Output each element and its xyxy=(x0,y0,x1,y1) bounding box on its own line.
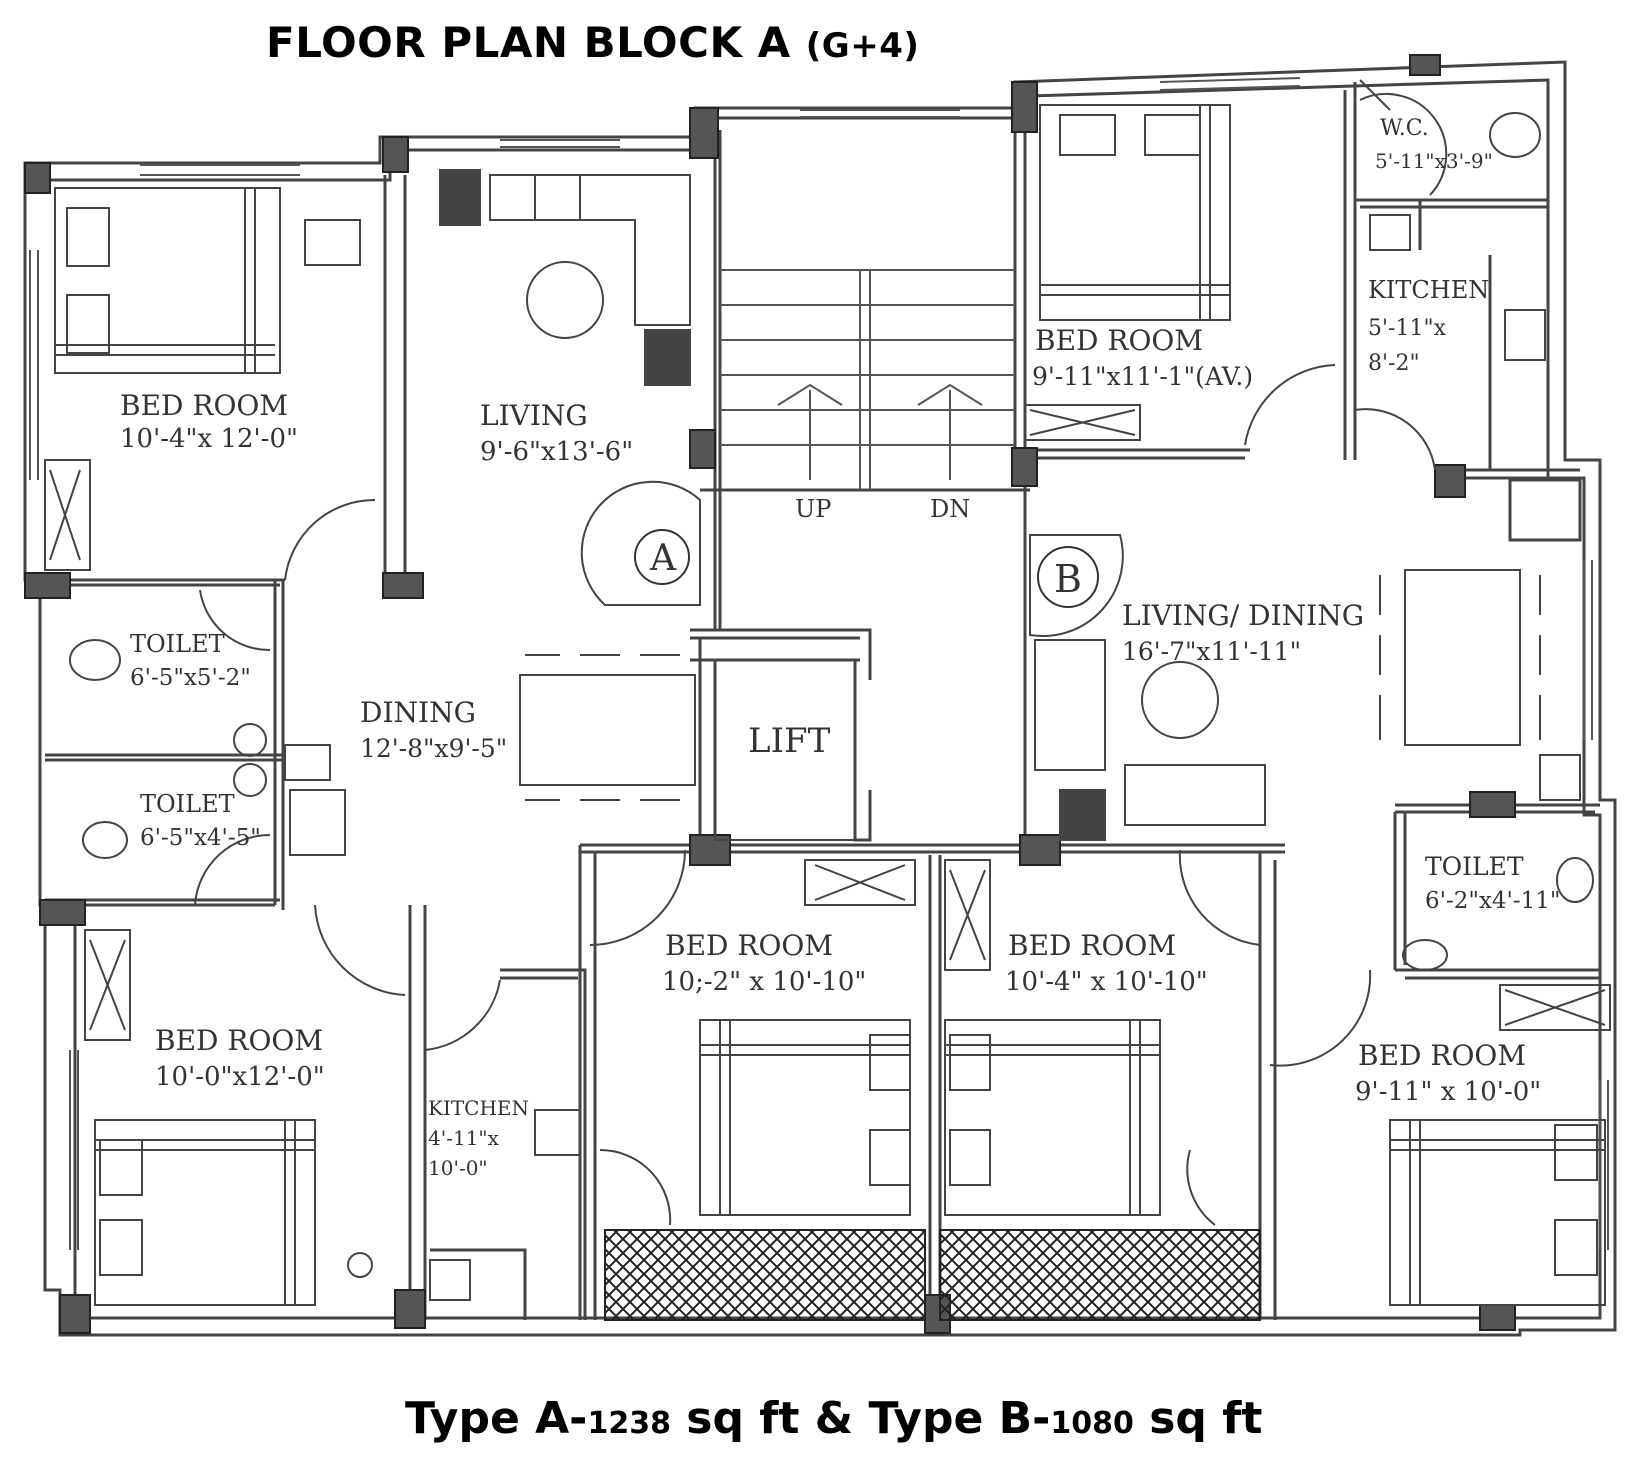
room-size: 4'-11"x xyxy=(428,1126,500,1150)
dining-table-icon xyxy=(1404,569,1521,746)
type-a-area: 1238 xyxy=(587,1406,671,1441)
type-b-unit: sq ft xyxy=(1133,1393,1263,1444)
flat-a-label: A xyxy=(649,538,677,579)
room-size: 10'-4" x 10'-10" xyxy=(1005,967,1208,997)
table-icon xyxy=(526,261,604,339)
furniture xyxy=(44,104,1611,1306)
room-size: 9'-11"x11'-1"(AV.) xyxy=(1032,362,1253,391)
room-name: TOILET xyxy=(1425,852,1524,881)
room-size: 6'-5"x5'-2" xyxy=(130,665,251,691)
plan-title-main: FLOOR PLAN BLOCK A xyxy=(266,18,791,67)
room-name: DINING xyxy=(360,696,476,729)
type-b-area: 1080 xyxy=(1050,1406,1134,1441)
lift-shaft xyxy=(714,659,856,841)
room-name: BED ROOM xyxy=(120,389,288,422)
unit-area-summary: Type A-1238 sq ft & Type B-1080 sq ft xyxy=(405,1393,1262,1444)
room-name: LIVING/ DINING xyxy=(1122,599,1364,632)
interior-walls xyxy=(45,82,1600,1320)
room-name: TOILET xyxy=(140,790,235,818)
door-swings xyxy=(194,79,1448,1226)
stair-up-label: UP xyxy=(795,495,831,523)
structural-columns xyxy=(24,54,1516,1334)
table-icon xyxy=(1141,661,1219,739)
bed-icon xyxy=(1039,104,1231,321)
dining-table-icon xyxy=(519,674,696,786)
plan-title-floors: (G+4) xyxy=(805,26,920,66)
type-b-label: Type B- xyxy=(868,1393,1051,1444)
room-size: 9'-11" x 10'-0" xyxy=(1355,1077,1541,1107)
flat-a-marker xyxy=(634,529,690,585)
room-size: 5'-11"x xyxy=(1368,316,1447,341)
room-name: W.C. xyxy=(1380,116,1429,141)
room-size: 8'-2" xyxy=(1368,351,1420,376)
bed-icon xyxy=(54,187,281,374)
room-size: 10;-2" x 10'-10" xyxy=(662,967,866,997)
staircase xyxy=(720,269,1015,490)
room-name: LIVING xyxy=(480,399,588,432)
room-size: 10'-0" xyxy=(428,1156,488,1180)
balcony-right xyxy=(939,1229,1261,1321)
room-size: 6'-5"x4'-5" xyxy=(140,825,261,851)
flat-b-marker xyxy=(1037,546,1099,608)
room-name: BED ROOM xyxy=(1358,1039,1526,1072)
plan-title: FLOOR PLAN BLOCK A (G+4) xyxy=(266,18,919,67)
stair-down-label: DN xyxy=(930,495,970,523)
bed-icon xyxy=(944,1019,1161,1216)
room-name: TOILET xyxy=(130,630,225,658)
room-name: KITCHEN xyxy=(1368,276,1489,304)
room-size: 5'-11"x3'-9" xyxy=(1375,149,1493,173)
type-a-label: Type A- xyxy=(405,1393,588,1444)
room-name: BED ROOM xyxy=(155,1024,323,1057)
bed-icon xyxy=(1389,1119,1606,1306)
balcony-left xyxy=(604,1229,926,1321)
bed-icon xyxy=(699,1019,911,1216)
outer-walls xyxy=(23,60,1617,1337)
lift-label: LIFT xyxy=(748,721,831,761)
room-size: 10'-0"x12'-0" xyxy=(155,1062,325,1092)
room-name: BED ROOM xyxy=(1008,929,1176,962)
windows xyxy=(29,77,1609,1250)
type-a-unit: sq ft & xyxy=(670,1393,869,1444)
room-size: 9'-6"x13'-6" xyxy=(480,437,633,467)
bed-icon xyxy=(94,1119,316,1306)
room-size: 6'-2"x4'-11" xyxy=(1425,888,1560,914)
room-size: 12'-8"x9'-5" xyxy=(360,734,507,763)
room-name: KITCHEN xyxy=(428,1096,529,1120)
room-size: 16'-7"x11'-11" xyxy=(1122,637,1301,666)
room-name: BED ROOM xyxy=(665,929,833,962)
room-size: 10'-4"x 12'-0" xyxy=(120,424,298,454)
flat-b-label: B xyxy=(1054,557,1082,601)
room-name: BED ROOM xyxy=(1035,324,1203,357)
